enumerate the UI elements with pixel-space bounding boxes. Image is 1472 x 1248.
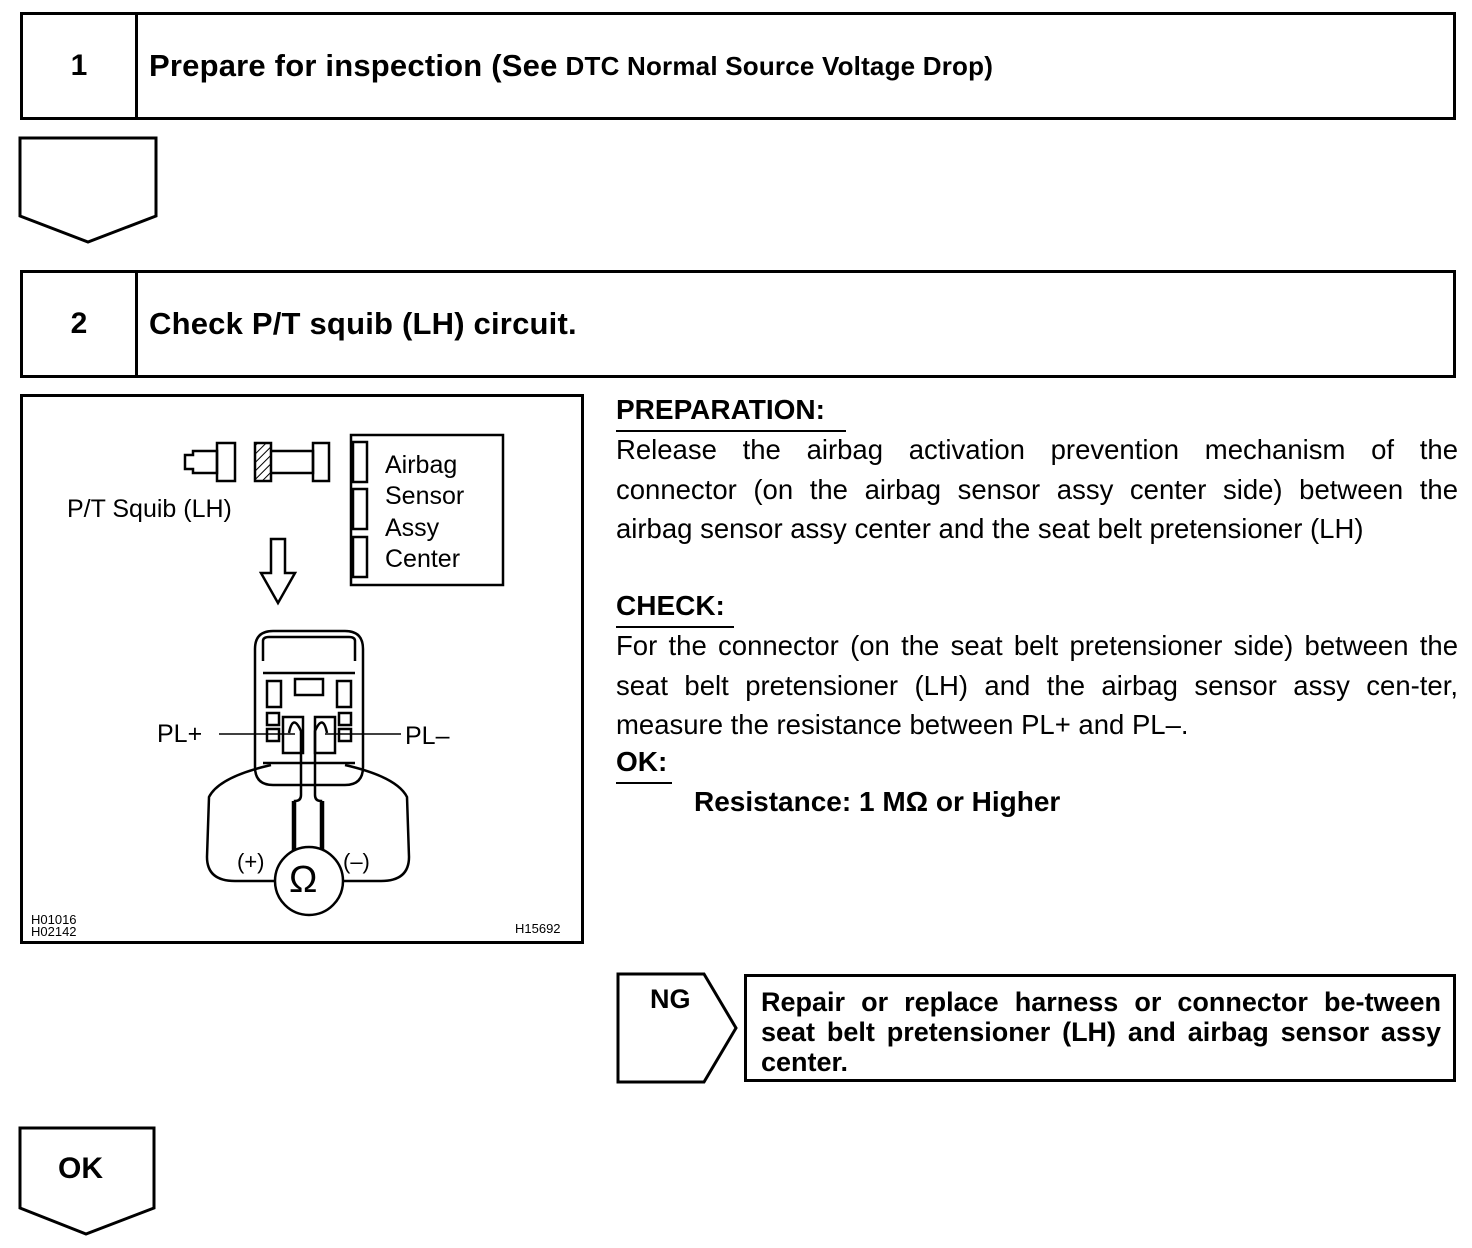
ohm-symbol: Ω <box>289 859 318 901</box>
preparation-heading: PREPARATION: <box>616 394 825 425</box>
down-arrow-icon <box>258 537 298 606</box>
flow-arrow-down <box>18 136 158 244</box>
step-1-number: 1 <box>23 15 138 117</box>
sensor-label-line-4: Center <box>385 545 461 573</box>
preparation-underline <box>616 430 846 432</box>
ok-arrow <box>18 1126 156 1236</box>
step-2-box: 2 Check P/T squib (LH) circuit. <box>20 270 1456 378</box>
figure-code-right: H15692 <box>515 921 561 936</box>
squib-connector-icon <box>183 441 237 483</box>
figure-code-left: H01016 H02142 <box>31 912 77 939</box>
ok-underline <box>616 782 672 784</box>
step-2-title: Check P/T squib (LH) circuit. <box>149 306 577 341</box>
pin-minus-label: PL– <box>405 722 450 750</box>
resistance-spec: Resistance: 1 MΩ or Higher <box>694 786 1061 817</box>
hatched-connector-icon <box>253 441 273 483</box>
ng-action-box: Repair or replace harness or connector b… <box>744 974 1456 1082</box>
check-underline <box>616 626 734 628</box>
sensor-label-line-3: Assy <box>385 514 440 542</box>
pin-plus-label: PL+ <box>157 720 203 748</box>
probe-wires <box>205 721 411 883</box>
connector-diagram <box>183 433 505 917</box>
ng-label: NG <box>650 984 691 1014</box>
ohmmeter-circle <box>273 845 345 917</box>
sensor-assy-box <box>349 433 505 587</box>
step-2-number: 2 <box>23 273 138 375</box>
ng-action-text: Repair or replace harness or connector b… <box>761 987 1441 1077</box>
meter-plus-label: (+) <box>237 849 265 874</box>
sensor-label-line-2: Sensor <box>385 482 465 510</box>
preparation-text: Release the airbag activation prevention… <box>616 434 1458 544</box>
harness-connector-icon <box>271 441 331 483</box>
ok-heading: OK: <box>616 746 668 777</box>
ng-arrow <box>616 972 738 1084</box>
sensor-label-line-1: Airbag <box>385 451 458 479</box>
step-1-title: Prepare for inspection (See DTC Normal S… <box>149 15 993 117</box>
check-heading: CHECK: <box>616 590 725 621</box>
check-text: For the connector (on the seat belt pret… <box>616 630 1458 740</box>
step-1-title-main: Prepare for inspection (See <box>149 48 558 83</box>
step-1-title-reference: DTC Normal Source Voltage Drop) <box>565 50 994 81</box>
connector-face <box>253 629 365 787</box>
ok-label: OK <box>58 1152 103 1185</box>
meter-minus-label: (–) <box>343 849 370 874</box>
step-1-box: 1 Prepare for inspection (See DTC Normal… <box>20 12 1456 120</box>
inspection-figure: P/T Squib (LH) Airbag Sensor Assy Center… <box>20 394 584 944</box>
squib-label: P/T Squib (LH) <box>67 495 232 523</box>
